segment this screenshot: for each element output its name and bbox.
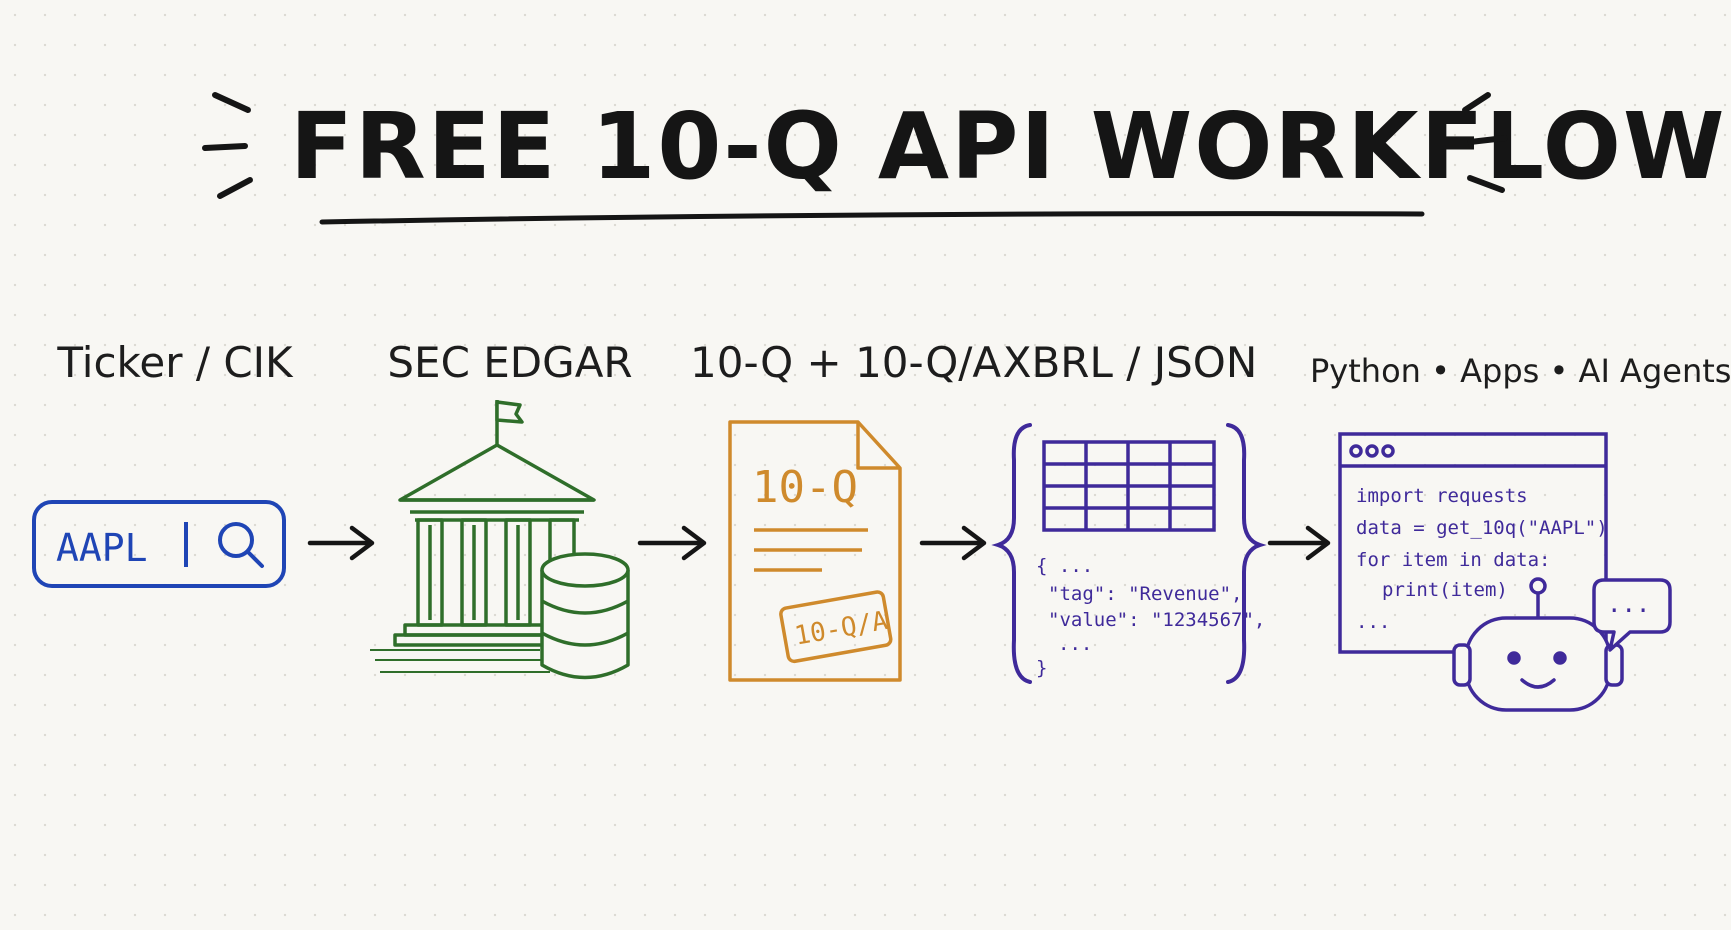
title-underline bbox=[319, 211, 1425, 225]
json-snippet: { ... "tag": "Revenue", "value": "123456… bbox=[1036, 555, 1265, 679]
arrow-1-icon bbox=[307, 525, 375, 561]
code-lines: import requests data = get_10q("AAPL") f… bbox=[1356, 485, 1608, 633]
step-label-consumers: Python • Apps • AI Agents bbox=[1310, 352, 1731, 390]
curly-brace-right-icon bbox=[1226, 423, 1267, 684]
arrow-4-icon bbox=[1267, 525, 1331, 561]
svg-text:}: } bbox=[1036, 657, 1047, 679]
magnifier-icon[interactable] bbox=[218, 522, 264, 568]
arrow-2-icon bbox=[637, 525, 707, 561]
svg-text:print(item): print(item) bbox=[1382, 579, 1508, 601]
title-burst-right-icon bbox=[1462, 92, 1508, 193]
chat-bubble-icon bbox=[1592, 578, 1672, 652]
svg-text:"value": "1234567",: "value": "1234567", bbox=[1048, 609, 1265, 631]
data-table-icon bbox=[1042, 440, 1216, 532]
svg-text:...: ... bbox=[1356, 611, 1390, 633]
government-building-icon bbox=[370, 400, 630, 680]
document-icon bbox=[728, 420, 902, 682]
svg-text:import requests: import requests bbox=[1356, 485, 1528, 507]
search-box[interactable] bbox=[32, 500, 286, 588]
svg-text:10-Q/A: 10-Q/A bbox=[792, 606, 890, 652]
svg-text:data = get_10q("AAPL"): data = get_10q("AAPL") bbox=[1356, 517, 1608, 539]
svg-text:...: ... bbox=[1058, 633, 1092, 655]
document-heading: 10-Q bbox=[752, 462, 858, 513]
robot-icon bbox=[1452, 577, 1624, 712]
step-label-edgar: SEC EDGAR bbox=[387, 338, 633, 387]
svg-text:{ ...: { ... bbox=[1036, 555, 1093, 577]
database-icon bbox=[540, 552, 630, 680]
svg-text:for item in data:: for item in data: bbox=[1356, 549, 1550, 571]
amendment-stamp: 10-Q/A bbox=[779, 590, 893, 664]
chat-bubble-text: ... bbox=[1607, 590, 1650, 618]
title-burst-left-icon bbox=[202, 92, 253, 199]
arrow-3-icon bbox=[919, 525, 987, 561]
diagram-canvas: AAPL bbox=[32, 92, 1672, 712]
svg-text:"tag": "Revenue",: "tag": "Revenue", bbox=[1048, 583, 1242, 605]
curly-brace-left-icon bbox=[991, 423, 1032, 684]
search-value: AAPL bbox=[56, 526, 148, 570]
step-label-10q: 10-Q + 10-Q/A bbox=[690, 338, 1002, 387]
step-label-ticker: Ticker / CIK bbox=[57, 338, 293, 387]
step-label-xbrl: XBRL / JSON bbox=[1002, 338, 1258, 387]
